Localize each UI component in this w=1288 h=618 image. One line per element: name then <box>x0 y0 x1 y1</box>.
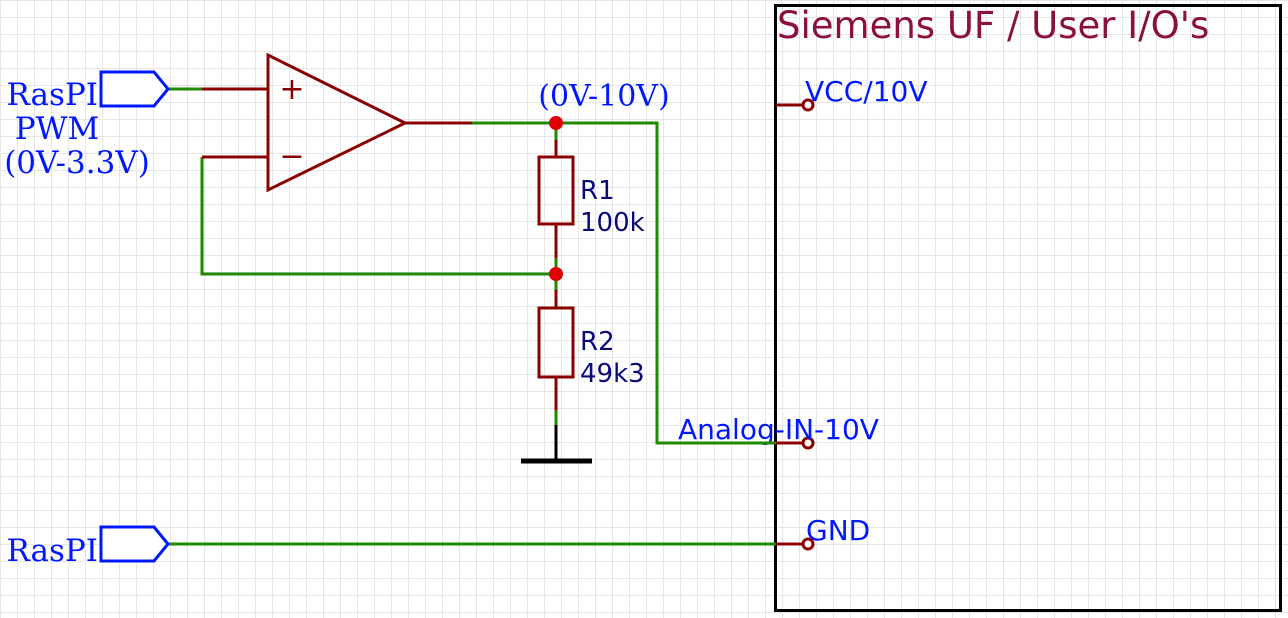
resistor-r1-value: 100k <box>580 208 645 238</box>
resistor-r2: R2 49k3 <box>537 290 645 410</box>
opamp-plus-label: + <box>279 72 304 107</box>
pin-vcc <box>776 98 815 112</box>
port-raspi-gnd: RasPI <box>6 525 170 569</box>
ground-icon <box>521 425 592 464</box>
net-port-arrow-icon <box>99 70 170 108</box>
port-pwm-line-1: RasPI <box>6 77 98 113</box>
pin-label-vcc: VCC/10V <box>805 75 927 108</box>
pin-label-gnd: GND <box>806 514 870 547</box>
pin-analog-in <box>776 436 815 450</box>
port-raspi-pwm: RasPI PWM (0V-3.3V) <box>4 70 170 181</box>
port-pwm-line-2: PWM <box>15 111 99 147</box>
wire-feedback <box>200 157 556 276</box>
opamp-triangle <box>266 52 409 193</box>
block-outline <box>774 4 1282 612</box>
junction-dot-feedback <box>549 267 563 281</box>
opamp-minus-label: − <box>279 139 304 174</box>
wire-output <box>472 121 776 445</box>
resistor-r2-value: 49k3 <box>580 359 645 389</box>
resistor-r2-ref: R2 <box>580 327 615 357</box>
block-title: Siemens UF / User I/O's <box>777 4 1209 47</box>
pin-label-analog-in: Analog-IN-10V <box>678 413 879 446</box>
resistor-r1-ref: R1 <box>580 176 615 206</box>
port-pwm-line-3: (0V-3.3V) <box>4 145 150 181</box>
output-range-label: (0V-10V) <box>538 79 669 114</box>
siemens-block: Siemens UF / User I/O's VCC/10V Analog-I… <box>678 4 1282 612</box>
pin-gnd <box>776 537 815 551</box>
resistor-r1: R1 100k <box>537 140 645 258</box>
opamp: + − <box>202 52 472 193</box>
junction-dot-output <box>549 116 563 130</box>
net-port-arrow-icon <box>99 525 170 563</box>
port-gnd-line-1: RasPI <box>6 533 98 569</box>
